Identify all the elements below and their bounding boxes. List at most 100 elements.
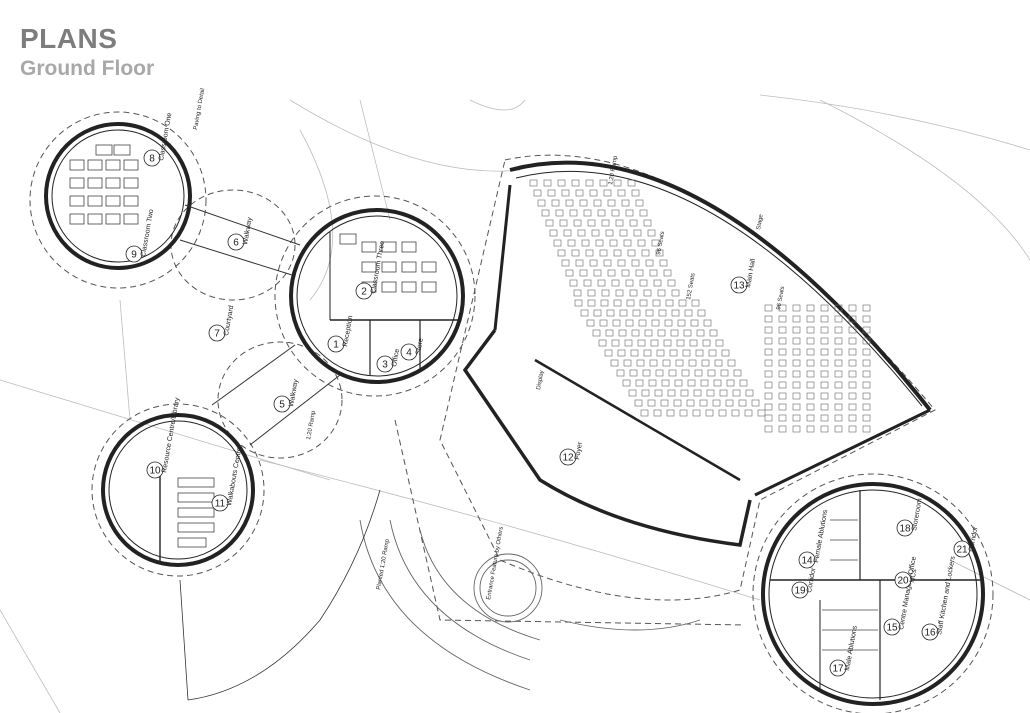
seat bbox=[848, 337, 857, 345]
seat bbox=[565, 269, 574, 277]
seat bbox=[640, 409, 649, 417]
seat bbox=[820, 370, 829, 378]
seat bbox=[694, 369, 703, 377]
header: PLANS Ground Floor bbox=[20, 22, 154, 82]
room-number-marker bbox=[798, 551, 816, 569]
seat bbox=[744, 409, 753, 417]
seat bbox=[663, 269, 672, 277]
seat bbox=[680, 389, 689, 397]
seat bbox=[563, 229, 572, 237]
room-number: 14 bbox=[801, 556, 813, 567]
seat bbox=[631, 259, 640, 267]
seat bbox=[862, 315, 871, 323]
seat bbox=[605, 229, 614, 237]
seat bbox=[579, 269, 588, 277]
room-name: Corridor bbox=[806, 567, 817, 594]
seat bbox=[610, 359, 619, 367]
seat bbox=[715, 339, 724, 347]
seat bbox=[635, 199, 644, 207]
seat bbox=[635, 379, 644, 387]
seat bbox=[603, 189, 612, 197]
room-number: 4 bbox=[406, 348, 412, 359]
seat bbox=[848, 403, 857, 411]
seat bbox=[557, 179, 566, 187]
seat bbox=[706, 389, 715, 397]
seat bbox=[571, 179, 580, 187]
plan-note: 96 Seats bbox=[776, 286, 786, 310]
seat bbox=[806, 315, 815, 323]
room-number-marker bbox=[829, 659, 847, 677]
seat bbox=[673, 399, 682, 407]
plan-note: 1:20 Ramp bbox=[306, 410, 317, 441]
room-name: Storeroom bbox=[911, 498, 924, 532]
seat bbox=[806, 337, 815, 345]
seat bbox=[720, 369, 729, 377]
seat bbox=[709, 329, 718, 337]
seat bbox=[792, 315, 801, 323]
seat bbox=[670, 329, 679, 337]
seat bbox=[806, 304, 815, 312]
seat bbox=[764, 304, 773, 312]
seat bbox=[631, 329, 640, 337]
seat bbox=[597, 279, 606, 287]
seat bbox=[671, 289, 680, 297]
seat bbox=[597, 209, 606, 217]
room-number-marker bbox=[376, 355, 394, 373]
boundary-dashes bbox=[29, 111, 994, 713]
seat bbox=[692, 409, 701, 417]
seat bbox=[627, 179, 636, 187]
seat bbox=[607, 199, 616, 207]
seat bbox=[662, 359, 671, 367]
seat bbox=[701, 359, 710, 367]
seat bbox=[624, 339, 633, 347]
room-number: 8 bbox=[149, 154, 155, 165]
seat bbox=[657, 289, 666, 297]
room-name: Female Ablutions bbox=[813, 509, 829, 564]
seat bbox=[699, 399, 708, 407]
plan-note: 96 Seats bbox=[656, 231, 666, 255]
seat bbox=[725, 399, 734, 407]
seat bbox=[621, 199, 630, 207]
seat bbox=[593, 309, 602, 317]
room-number: 6 bbox=[233, 238, 239, 249]
seat bbox=[679, 409, 688, 417]
seat bbox=[687, 379, 696, 387]
seat bbox=[726, 379, 735, 387]
seat bbox=[641, 389, 650, 397]
room-number: 9 bbox=[131, 250, 137, 261]
seat bbox=[708, 349, 717, 357]
seat bbox=[695, 349, 704, 357]
room-number-marker bbox=[227, 233, 245, 251]
seat bbox=[834, 326, 843, 334]
seat bbox=[575, 259, 584, 267]
room-number-marker bbox=[921, 623, 939, 641]
seat bbox=[681, 369, 690, 377]
room-number-marker bbox=[896, 519, 914, 537]
seat bbox=[834, 348, 843, 356]
seat bbox=[806, 326, 815, 334]
seat bbox=[629, 289, 638, 297]
seat bbox=[661, 379, 670, 387]
room-name: Corridor bbox=[968, 526, 979, 553]
seat bbox=[545, 219, 554, 227]
room-number: 20 bbox=[897, 576, 909, 587]
seat bbox=[664, 319, 673, 327]
seat bbox=[806, 392, 815, 400]
seat bbox=[651, 239, 660, 247]
room-name: Store bbox=[415, 338, 425, 356]
page-subtitle: Ground Floor bbox=[20, 57, 155, 80]
seat bbox=[593, 199, 602, 207]
seat bbox=[764, 370, 773, 378]
room-number: 21 bbox=[956, 545, 968, 556]
seat bbox=[820, 359, 829, 367]
seat bbox=[574, 299, 583, 307]
seat bbox=[820, 392, 829, 400]
seat bbox=[601, 219, 610, 227]
plan-note: Planted 1:20 Ramp bbox=[376, 538, 391, 590]
seat bbox=[583, 209, 592, 217]
seat bbox=[557, 249, 566, 257]
seat bbox=[792, 414, 801, 422]
seat bbox=[764, 414, 773, 422]
seat bbox=[617, 259, 626, 267]
seat bbox=[666, 409, 675, 417]
